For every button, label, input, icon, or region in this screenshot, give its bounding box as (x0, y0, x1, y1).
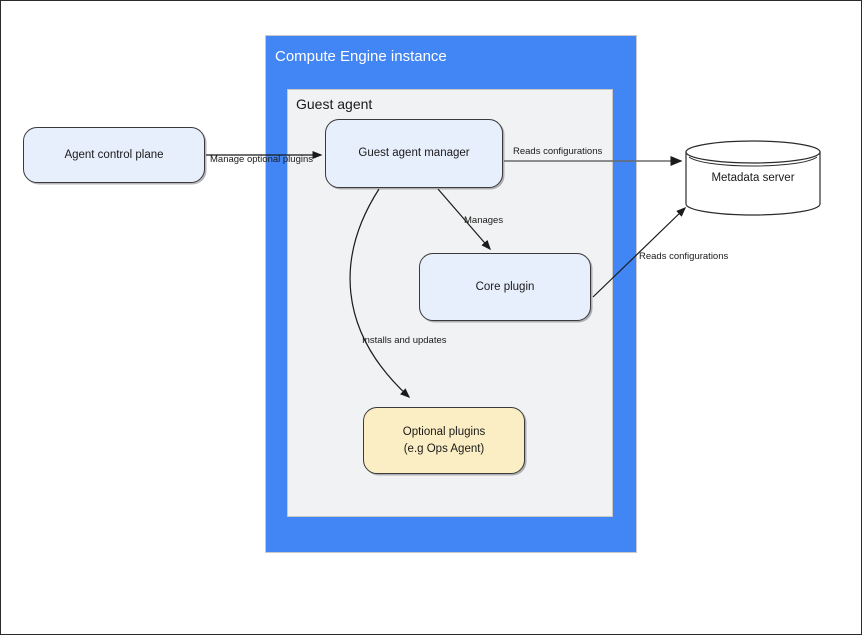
container-label-compute-engine-instance: Compute Engine instance (275, 48, 447, 65)
edge-label-manages: Manages (464, 215, 504, 226)
node-metadata-server[interactable]: Metadata server (685, 140, 821, 216)
node-label-optional-plugins-line2: (e.g Ops Agent) (403, 442, 485, 455)
node-label-core-plugin: Core plugin (475, 280, 535, 293)
container-label-guest-agent: Guest agent (296, 96, 373, 112)
node-optional-plugins[interactable]: Optional plugins (e.g Ops Agent) (363, 407, 525, 474)
edge-label-installs-and-updates: Installs and updates (362, 335, 447, 346)
edge-label-reads-configurations-core: Reads configurations (639, 251, 729, 262)
node-label-guest-agent-manager: Guest agent manager (358, 147, 470, 159)
node-label-agent-control-plane: Agent control plane (64, 148, 164, 161)
edge-label-reads-configurations-manager: Reads configurations (513, 146, 603, 157)
edge-label-manage-optional-plugins: Manage optional plugins (210, 154, 313, 165)
node-agent-control-plane[interactable]: Agent control plane (23, 127, 205, 183)
node-guest-agent-manager[interactable]: Guest agent manager (325, 119, 503, 188)
node-core-plugin[interactable]: Core plugin (419, 253, 591, 321)
node-label-optional-plugins-line1: Optional plugins (402, 425, 486, 438)
node-label-metadata-server: Metadata server (711, 172, 795, 184)
cylinder-icon (685, 140, 821, 216)
